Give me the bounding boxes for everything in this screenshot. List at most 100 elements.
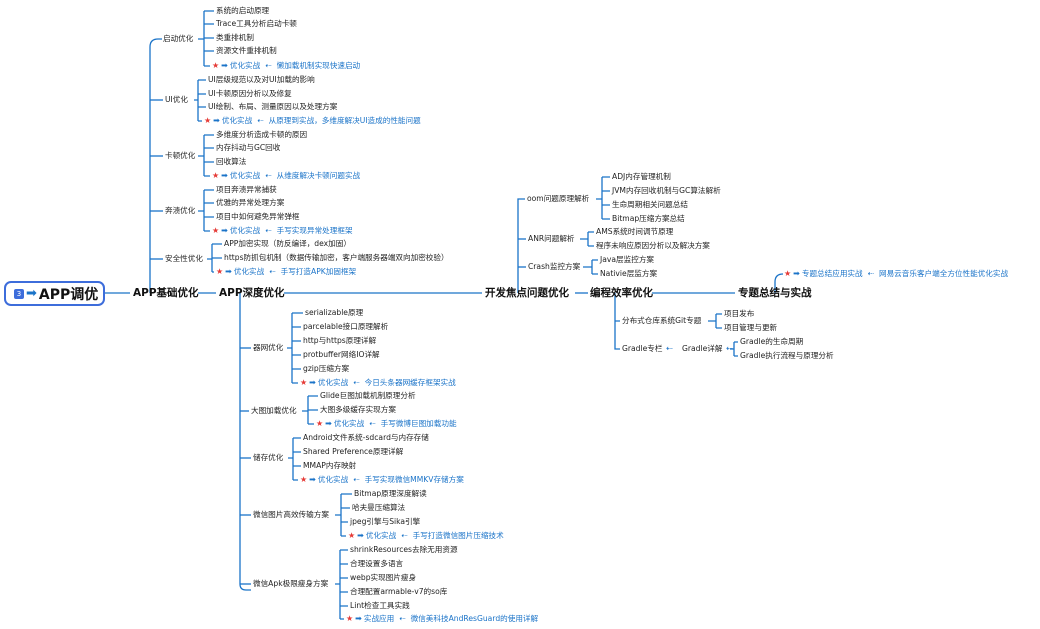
main-node-summary[interactable]: 专题总结与实战 [738,287,812,299]
arrow-left-icon: ⇠ [353,378,360,387]
leaf-crash-0: 项目奔溃异常捕获 [216,185,277,194]
category-crash[interactable]: 奔溃优化 [165,206,196,215]
tip-security[interactable]: ★➡优化实战⇠手写打造APK加固框架 [216,267,357,276]
arrow-right-icon: ➡ [213,116,220,125]
link-git-leaves [708,313,722,329]
leaf-crash-1: 优雅的异常处理方案 [216,198,285,207]
category-git[interactable]: 分布式仓库系统Git专题 [622,316,702,325]
leaf-bigimage-1: 大图多级缓存实现方案 [320,405,396,414]
arrow-left-icon: ⇠ [265,171,272,180]
arrow-left-icon: ⇠ [265,61,272,70]
star-icon: ★ [212,226,220,235]
arrow-right-icon: ➡ [221,61,228,70]
category-startup[interactable]: 启动优化 [163,34,194,43]
arrow-right-icon: ➡ [325,419,332,428]
leaf-storage-1: Shared Preference原理详解 [303,447,404,456]
arrow-left-icon: ⇠ [401,531,408,540]
arrow-right-icon: ➡ [221,171,228,180]
tip-crash[interactable]: ★➡优化实战⇠手写实现异常处理框架 [212,226,353,235]
leaf-gradle-1: Gradle执行流程与原理分析 [740,351,834,360]
leaf-startup-0: 系统的启动原理 [216,6,270,15]
tip-jank[interactable]: ★➡优化实战⇠从维度解决卡顿问题实战 [212,171,361,180]
leaf-network-4: gzip压缩方案 [303,364,350,373]
arrow-left-icon: ⇠ [867,269,874,278]
category-security[interactable]: 安全性优化 [165,254,203,263]
leaf-anr-0: AMS系统时间调节原理 [596,227,674,236]
link-basic-startup [149,38,162,293]
leaf-git-1: 项目管理与更新 [724,323,778,332]
link-startup-leaves [198,10,214,67]
category-storage[interactable]: 储存优化 [253,453,284,462]
category-wechat-image[interactable]: 微信图片高效传输方案 [253,510,329,519]
root-title: APP调优 [38,286,99,303]
tip-network[interactable]: ★➡优化实战⇠今日头条器网缓存框架实战 [300,378,456,387]
tip-ui[interactable]: ★➡优化实战⇠从原理到实战，多维度解决UI造成的性能问题 [204,116,421,125]
leaf-oom-3: Bitmap压缩方案总结 [612,214,685,223]
star-icon: ★ [300,378,308,387]
arrow-left-icon: ⇠ [399,614,406,623]
star-icon: ★ [316,419,324,428]
leaf-network-2: http与https原理详解 [303,336,377,345]
tip-apk[interactable]: ★➡实战应用⇠微信美科技AndResGuard的使用详解 [346,614,539,623]
leaf-oom-1: JVM内存回收机制与GC算法解析 [612,186,721,195]
leaf-storage-0: Android文件系统-sdcard与内存存储 [303,433,429,442]
leaf-apk-4: Lint检查工具实践 [350,601,410,610]
star-icon: ★ [204,116,212,125]
leaf-apk-1: 合理设置多语言 [350,559,404,568]
category-jank[interactable]: 卡顿优化 [165,151,196,160]
tip-summary[interactable]: ★➡专题总结应用实战⇠网易云音乐客户端全方位性能优化实战 [784,269,1009,278]
leaf-network-3: protbuffer网络IO详解 [303,350,380,359]
category-apk[interactable]: 微信Apk极限瘦身方案 [253,579,329,588]
category-anr[interactable]: ANR问题解析 [528,234,575,243]
star-icon: ★ [212,61,220,70]
arrow-right-icon: ➡ [26,286,37,301]
main-node-basic[interactable]: APP基础优化 [133,287,199,299]
category-crash-monitor[interactable]: Crash监控方案 [528,262,581,271]
star-icon: ★ [346,614,354,623]
tip-storage[interactable]: ★➡优化实战⇠手写实现微信MMKV存储方案 [300,475,464,484]
arrow-right-icon: ➡ [355,614,362,623]
root-node[interactable]: 3 ➡ APP调优 [4,281,105,306]
arrow-right-icon: ➡ [357,531,364,540]
leaf-wechat-image-0: Bitmap原理深度解读 [354,489,427,498]
category-gradle[interactable]: Gradle专栏 [622,344,663,353]
category-gradle-detail[interactable]: Gradle详解 [682,344,723,353]
leaf-bigimage-0: Glide巨图加载机制原理分析 [320,391,416,400]
link-anr-leaves [580,231,594,247]
category-oom[interactable]: oom问题原理解析 [527,194,590,203]
link-bigimage-leaves [302,395,318,425]
tip-startup[interactable]: ★➡优化实战⇠懒加载机制实现快速启动 [212,61,361,70]
arrow-right-icon: ➡ [309,378,316,387]
main-node-efficiency[interactable]: 编程效率优化 [590,287,653,299]
tip-bigimage[interactable]: ★➡优化实战⇠手写微博巨图加载功能 [316,419,457,428]
category-ui[interactable]: UI优化 [165,95,188,104]
link-crashmon-leaves [583,259,598,275]
link-efficiency-children [614,293,620,350]
main-node-dev-focus[interactable]: 开发焦点问题优化 [485,287,569,299]
star-icon: ★ [300,475,308,484]
star-icon: ★ [784,269,792,278]
leaf-crash-monitor-0: Java层监控方案 [600,255,655,264]
leaf-startup-3: 资源文件重排机制 [216,46,277,55]
leaf-oom-2: 生命周期相关问题总结 [612,200,688,209]
link-storage-leaves [288,437,301,481]
arrow-left-icon: ⇠ [369,419,376,428]
leaf-gradle-0: Gradle的生命周期 [740,337,804,346]
link-security-leaves [207,243,222,273]
leaf-oom-0: ADJ内存管理机制 [612,172,671,181]
star-icon: ★ [212,171,220,180]
link-network-leaves [287,312,303,384]
leaf-wechat-image-2: jpeg引擎与Sika引擎 [350,517,421,526]
leaf-git-0: 项目发布 [724,309,755,318]
category-bigimage[interactable]: 大图加载优化 [251,406,297,415]
leaf-apk-0: shrinkResources去除无用资源 [350,545,458,554]
arrow-left-icon: ⇠ [269,267,276,276]
leaf-storage-2: MMAP内存映射 [303,461,357,470]
link-focus-oom [517,198,525,293]
category-network[interactable]: 器网优化 [253,343,284,352]
tip-wechat-image[interactable]: ★➡优化实战⇠手写打造微信图片压缩技术 [348,531,504,540]
arrow-right-icon: ➡ [221,226,228,235]
main-node-deep[interactable]: APP深度优化 [219,287,285,299]
